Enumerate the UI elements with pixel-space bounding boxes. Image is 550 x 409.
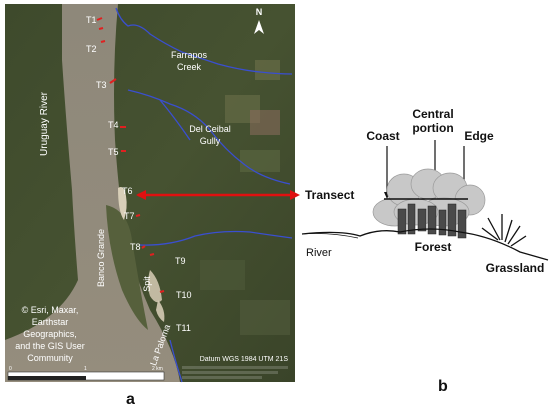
svg-text:Geographics,: Geographics, xyxy=(23,329,77,339)
transect-t7: T7 xyxy=(124,211,135,221)
svg-text:Community: Community xyxy=(27,353,73,363)
marker-t3 xyxy=(109,78,117,84)
svg-text:and the GIS User: and the GIS User xyxy=(15,341,85,351)
banco-grande-island xyxy=(106,205,148,330)
coast-label: Coast xyxy=(366,129,399,143)
ground-profile xyxy=(301,228,549,261)
svg-text:© Esri, Maxar,: © Esri, Maxar, xyxy=(22,305,79,315)
marker-t1 xyxy=(96,17,103,21)
scale-1: 1 xyxy=(84,366,87,372)
marker-t1b xyxy=(98,27,104,30)
panel-label-a: a xyxy=(126,391,135,408)
transect-diagram: Transect Central portion Coast Edge xyxy=(301,107,549,275)
edge-label: Edge xyxy=(464,129,494,143)
transect-t3: T3 xyxy=(96,80,107,90)
marker-t10 xyxy=(159,290,165,293)
transect-labels: T1 T2 T3 T4 T5 T6 T7 T8 T9 T10 T11 xyxy=(86,15,192,333)
transect-t8: T8 xyxy=(130,242,141,252)
svg-text:Earthstar: Earthstar xyxy=(32,317,69,327)
transect-t1: T1 xyxy=(86,15,97,25)
scale-0: 0 xyxy=(9,366,12,372)
marker-t8 xyxy=(141,245,146,249)
spit-label: Spit xyxy=(142,276,152,292)
farrapos-creek-stream xyxy=(115,7,293,75)
forest-label: Forest xyxy=(415,240,452,254)
tree-trunks xyxy=(397,203,467,239)
transect-label: Transect xyxy=(305,188,354,202)
panel-label-b: b xyxy=(438,378,448,395)
river-label: River xyxy=(306,247,332,259)
del-ceibal-label: Del Ceibal xyxy=(189,124,231,134)
grassland-shrub xyxy=(481,214,527,247)
satellite-map: N Farrapos Creek Del Ceibal Gully Urugua… xyxy=(5,4,295,383)
gully-label: Gully xyxy=(200,136,221,146)
transect-markers xyxy=(96,17,165,293)
transect-arrow xyxy=(136,190,300,200)
transect-t10: T10 xyxy=(176,290,192,300)
creek-label: Creek xyxy=(177,62,202,72)
datum-label: Datum WGS 1984 UTM 21S xyxy=(200,356,289,363)
del-ceibal-gully-stream xyxy=(127,89,291,185)
transect-t11: T11 xyxy=(176,323,191,333)
banco-grande-label: Banco Grande xyxy=(96,229,106,287)
farrapos-label: Farrapos xyxy=(171,50,208,60)
uruguay-river-label: Uruguay River xyxy=(39,91,50,156)
transect-t6: T6 xyxy=(122,186,133,196)
portion-label: portion xyxy=(412,121,453,135)
north-arrow: N xyxy=(254,7,264,34)
scale-bar: 0 1 2 km xyxy=(7,366,165,381)
attribution: © Esri, Maxar, Earthstar Geographics, an… xyxy=(15,305,85,363)
grassland-label: Grassland xyxy=(486,261,545,275)
north-label: N xyxy=(256,7,263,17)
transect-t4: T4 xyxy=(108,120,119,130)
marker-t7 xyxy=(135,214,141,217)
marker-t9 xyxy=(149,253,155,256)
paloma-stream xyxy=(139,230,293,246)
transect-t9: T9 xyxy=(175,256,186,266)
streams xyxy=(115,7,293,383)
marker-t2 xyxy=(100,40,106,43)
scale-2km: 2 km xyxy=(152,366,163,372)
transect-t2: T2 xyxy=(86,44,97,54)
central-label: Central xyxy=(412,107,453,121)
transect-t5: T5 xyxy=(108,147,119,157)
